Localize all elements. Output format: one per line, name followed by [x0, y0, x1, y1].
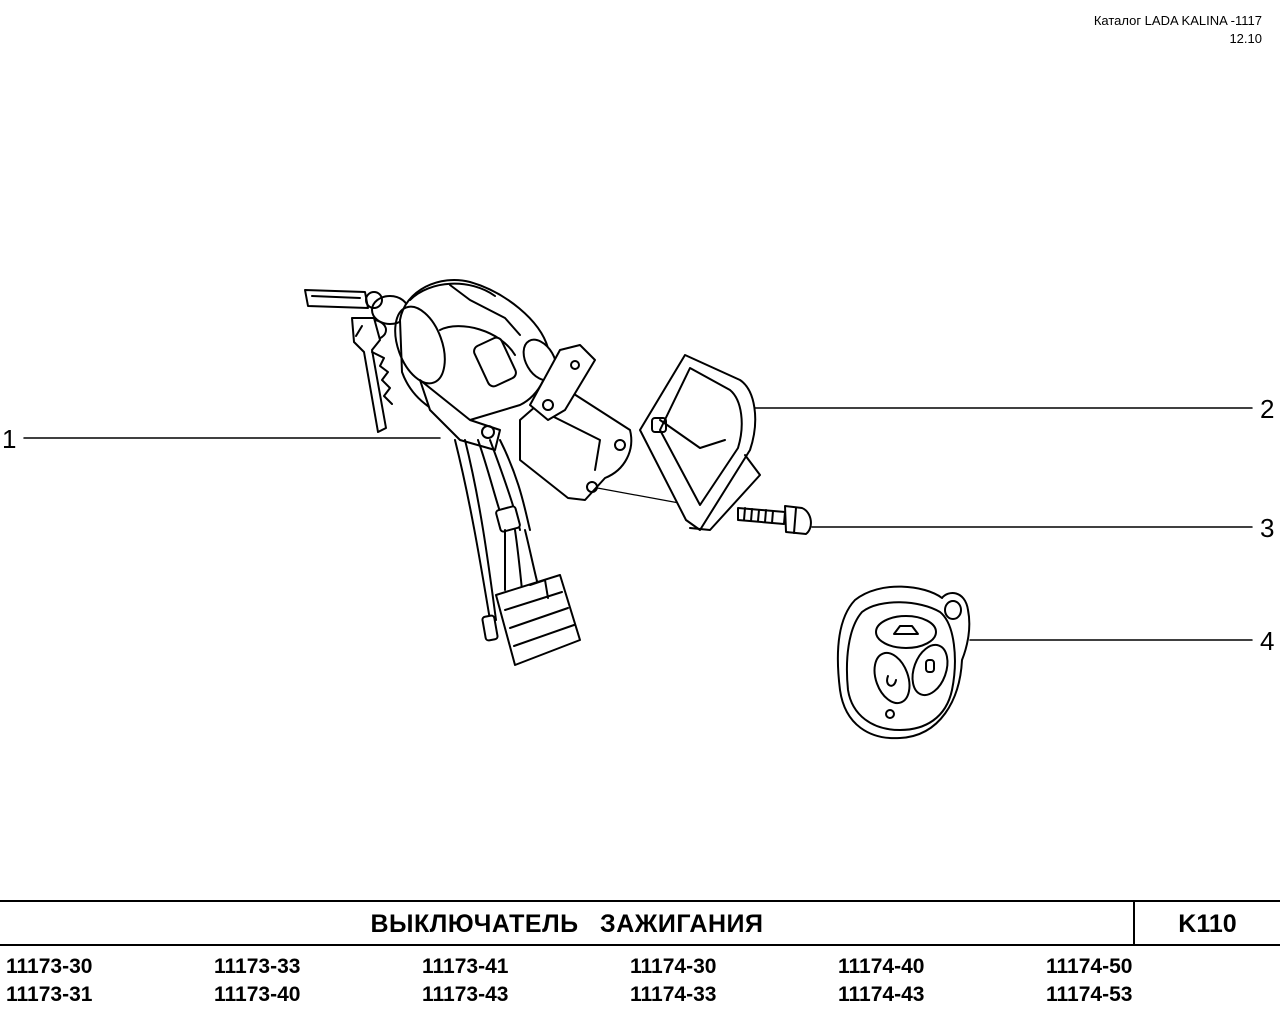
ignition-switch-part — [304, 279, 633, 666]
callout-2: 2 — [1260, 394, 1275, 424]
title-bar: ВЫКЛЮЧАТЕЛЬ ЗАЖИГАНИЯ K110 — [0, 900, 1280, 946]
title-separator — [1133, 902, 1135, 944]
catalog-title: Каталог LADA KALINA -1117 — [1093, 13, 1262, 28]
model-code: 11173-31 — [6, 983, 93, 1006]
cover-part — [639, 354, 761, 531]
screw-part — [737, 505, 812, 535]
catalog-date: 12.10 — [1229, 31, 1262, 46]
diagram-code: K110 — [1178, 910, 1237, 938]
model-code: 11174-50 — [1046, 955, 1133, 978]
catalog-header: Каталог LADA KALINA -1117 12.10 — [1094, 12, 1262, 48]
model-code: 11173-30 — [6, 955, 93, 978]
callout-3: 3 — [1260, 513, 1275, 543]
callout-4: 4 — [1260, 626, 1275, 656]
model-code: 11174-53 — [1046, 983, 1133, 1006]
parts-diagram — [23, 279, 1253, 740]
model-code: 11174-33 — [630, 983, 717, 1006]
model-code: 11174-43 — [838, 983, 925, 1006]
model-code: 11174-30 — [630, 955, 717, 978]
leader-lines — [23, 407, 1253, 641]
model-code: 11173-41 — [422, 955, 509, 978]
model-code: 11173-43 — [422, 983, 509, 1006]
model-code: 11174-40 — [838, 955, 925, 978]
remote-fob-part — [836, 585, 971, 740]
diagram-title: ВЫКЛЮЧАТЕЛЬ ЗАЖИГАНИЯ — [370, 910, 764, 938]
model-code: 11173-33 — [214, 955, 301, 978]
callout-1: 1 — [2, 424, 17, 454]
model-code: 11173-40 — [214, 983, 301, 1006]
